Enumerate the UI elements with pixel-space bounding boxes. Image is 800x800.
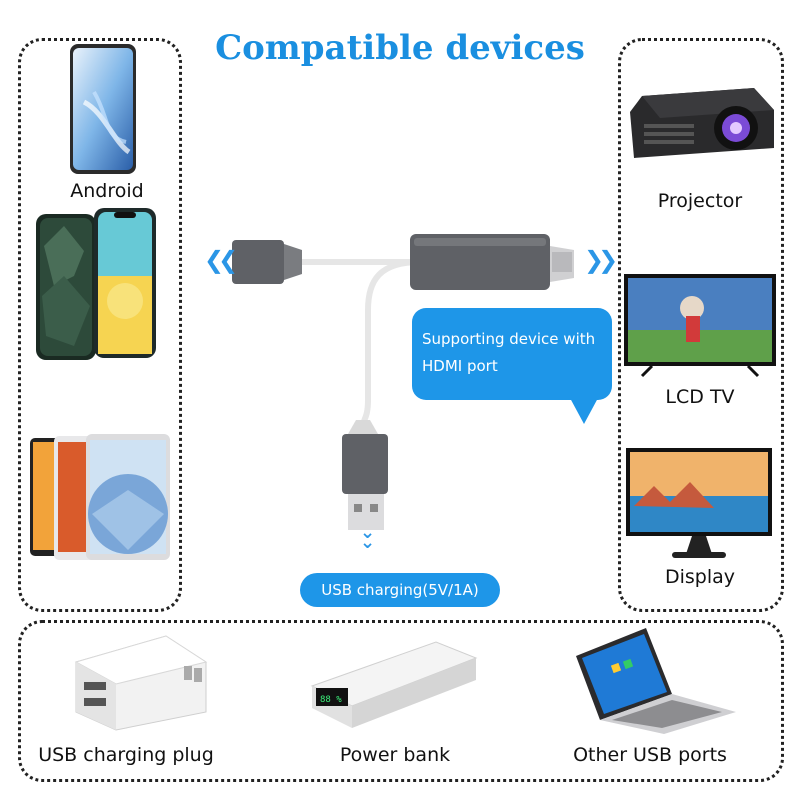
- ipad-image: [30, 434, 170, 560]
- power-label-other-usb: Other USB ports: [573, 744, 727, 766]
- bubble-line-2: HDMI port: [422, 357, 498, 375]
- android-phone-image: [70, 44, 136, 174]
- device-label-projector: Projector: [657, 190, 743, 212]
- phones-tablets-panel: [18, 38, 182, 612]
- usb-charging-badge: USB charging(5V/1A): [300, 573, 500, 607]
- chevron-left-icon: ❮❮: [204, 246, 238, 274]
- laptop-image: [576, 628, 736, 734]
- power-label-usb-plug: USB charging plug: [38, 744, 214, 766]
- usb-charging-plug-image: [74, 635, 208, 731]
- power-label-power-bank: Power bank: [339, 744, 451, 766]
- device-label-android: Android: [70, 180, 144, 202]
- bubble-line-1: Supporting device with: [422, 330, 596, 348]
- display-monitor-image: [626, 448, 772, 558]
- projector-image: [630, 88, 774, 158]
- page-title: Compatible devices: [215, 28, 585, 68]
- device-label-display: Display: [664, 566, 736, 588]
- lcd-tv-image: [624, 274, 776, 378]
- chevron-right-icon: ❯❯: [584, 246, 618, 274]
- iphone-image: [36, 208, 156, 360]
- hdmi-usb-cable-image: [232, 234, 574, 530]
- device-label-lcd-tv: LCD TV: [665, 386, 735, 408]
- hdmi-info-bubble: Supporting device with HDMI port: [412, 308, 612, 424]
- power-sources-panel: [18, 620, 784, 782]
- svg-text:88 %: 88 %: [320, 695, 342, 705]
- display-devices-panel: [618, 38, 784, 612]
- power-bank-image: 88 %: [310, 641, 478, 728]
- chevron-down-icon: ⌄⌄: [360, 522, 376, 553]
